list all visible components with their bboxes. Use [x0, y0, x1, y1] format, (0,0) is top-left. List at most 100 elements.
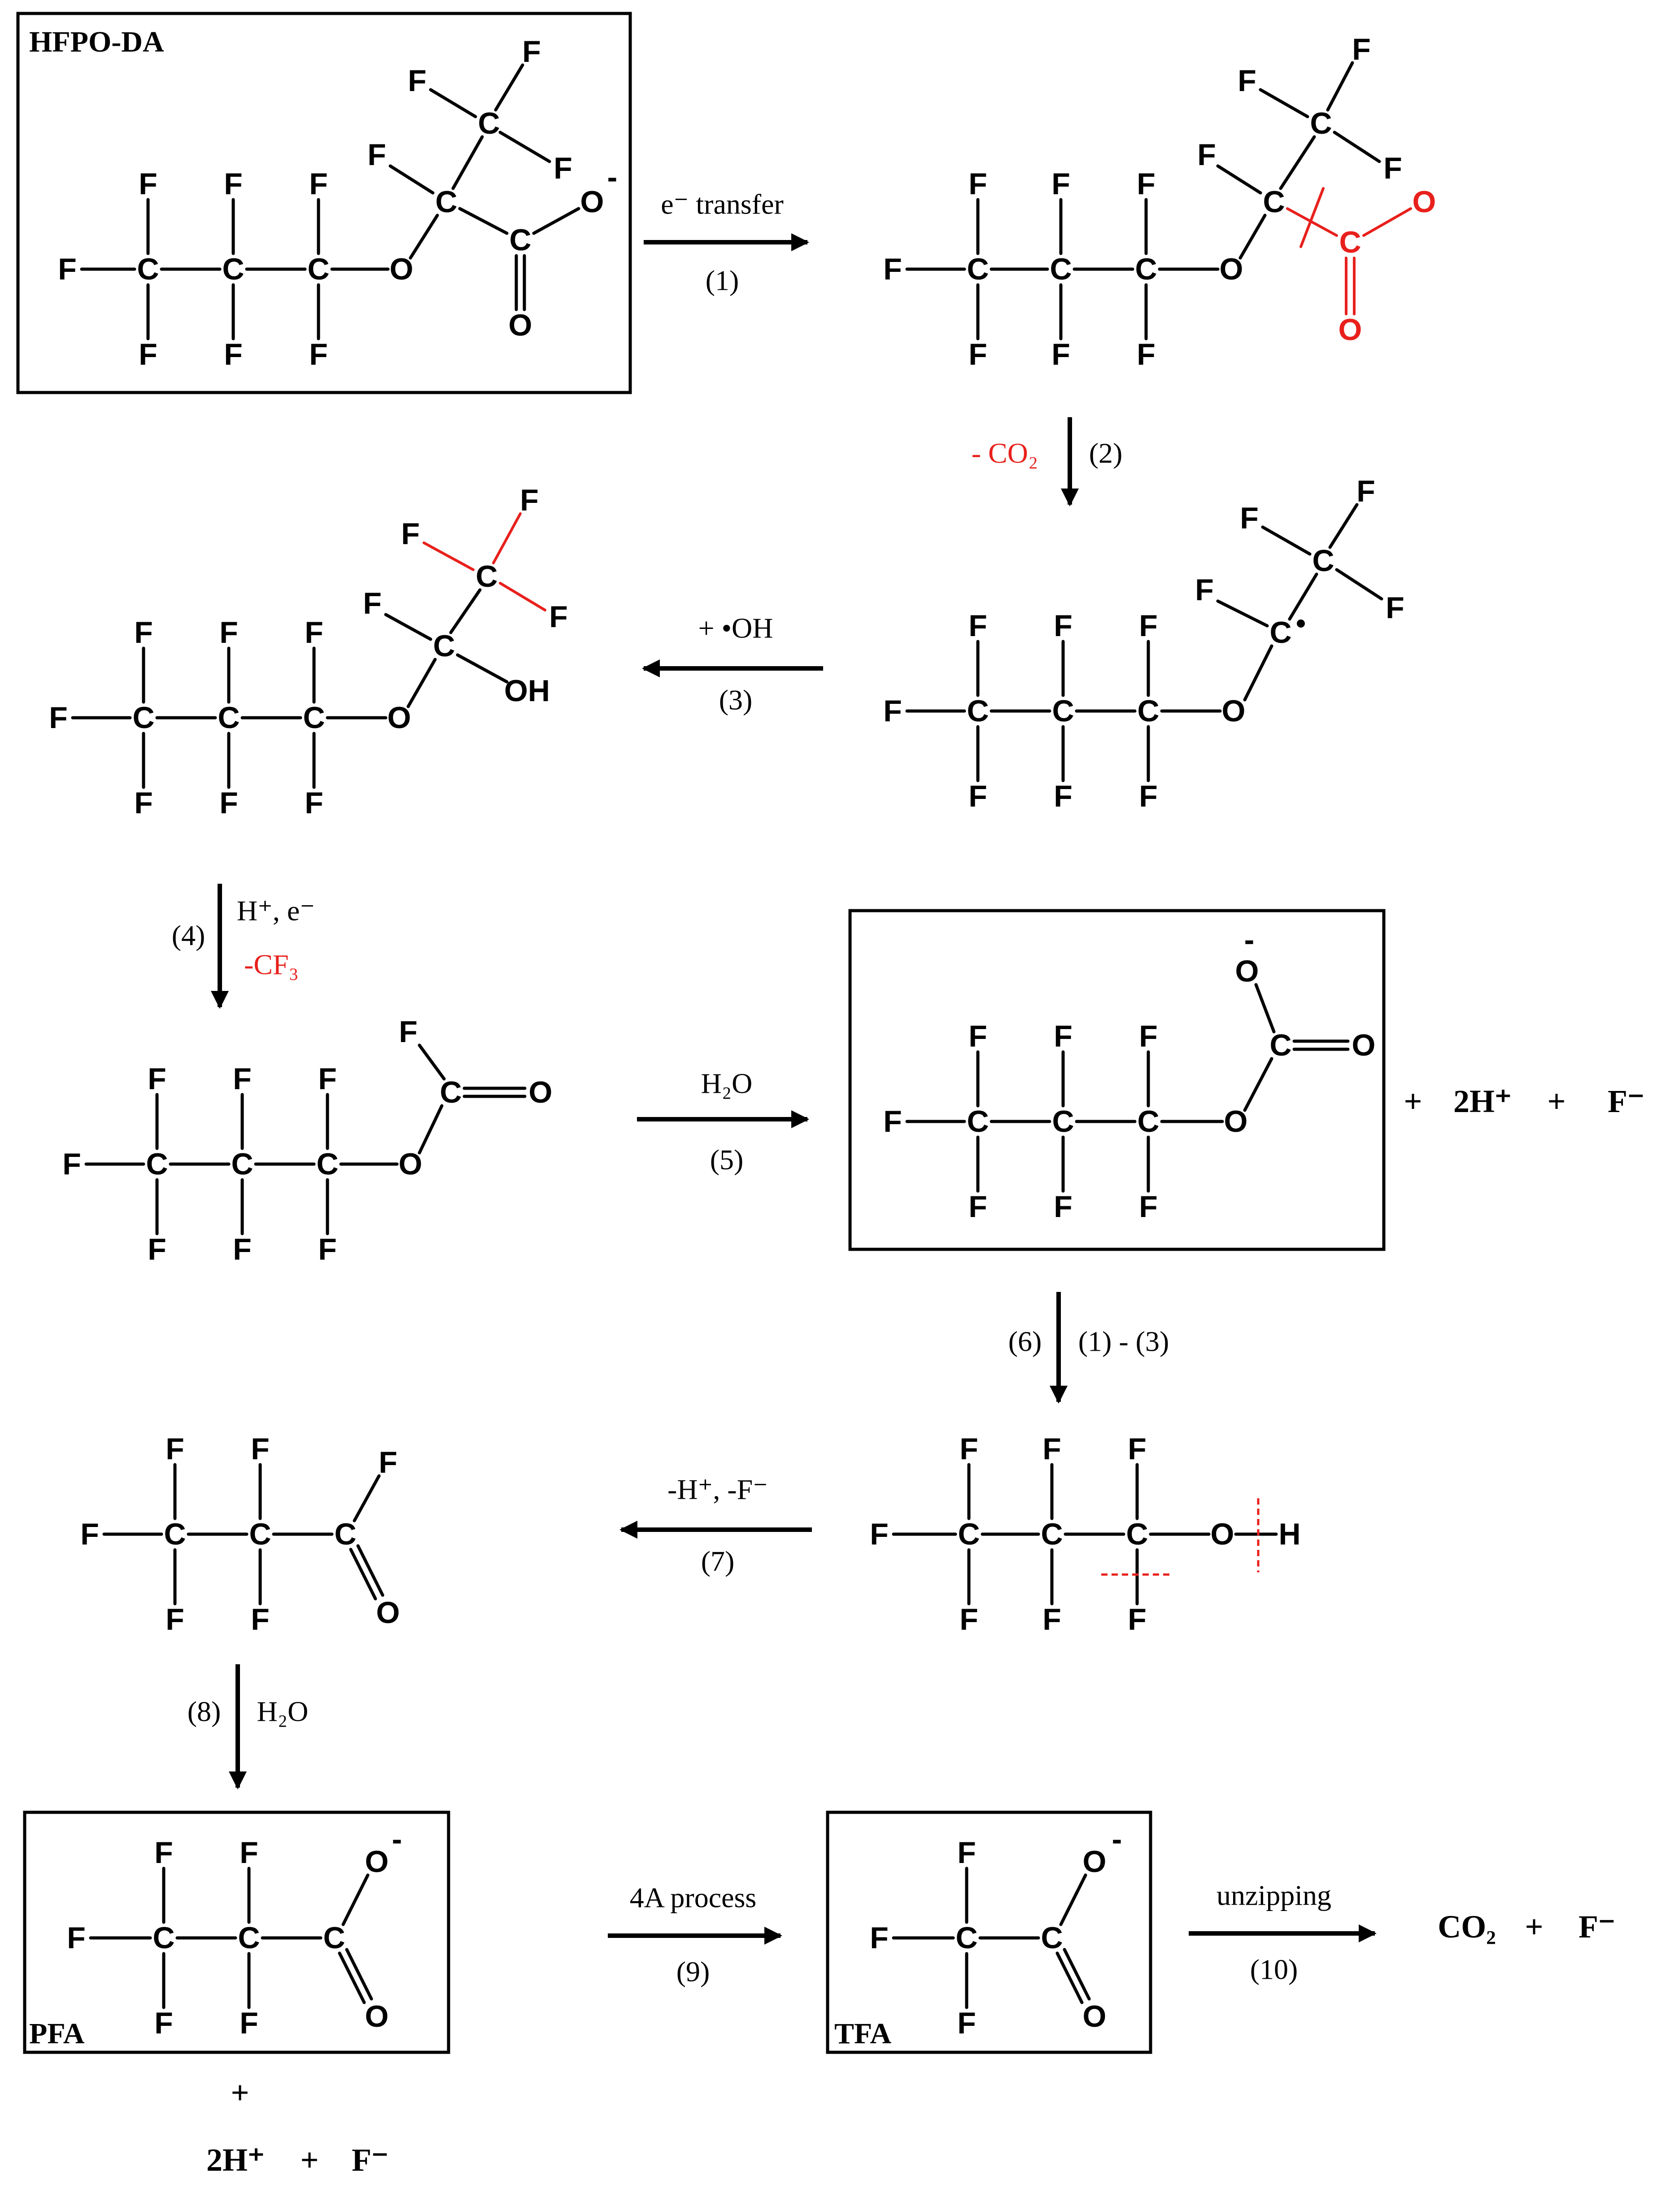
acyl-fluoride-fluorine: F — [166, 1432, 184, 1466]
step-3-label: + •OH — [698, 612, 773, 644]
alcohol-terminal-f: F — [49, 701, 68, 735]
alcohol-fluorine: F — [305, 786, 323, 820]
alkyl-radical-cf3-f: F — [1386, 591, 1404, 625]
bond — [456, 653, 509, 684]
radical-anion-fluorine: F — [968, 337, 987, 371]
acyl-fluoride-carbonyl-carbon: C — [334, 1517, 356, 1551]
alkyl-radical-cf3-carbon: C — [1312, 544, 1334, 578]
pfa-terminal-f: F — [67, 1921, 86, 1955]
tfa-oxide: O — [1083, 1845, 1107, 1879]
tfa-charge: - — [1112, 1822, 1122, 1856]
step-3-number: (3) — [719, 684, 753, 716]
hfpo-da-box — [16, 12, 632, 394]
bond — [1328, 503, 1359, 549]
alcohol-cf3-f: F — [520, 483, 539, 517]
step-10-label: unzipping — [1217, 1880, 1331, 1911]
perfluoropropanol-fluorine: F — [1128, 1432, 1147, 1466]
alkyl-radical-carbon: C — [1052, 694, 1074, 728]
bond — [499, 582, 546, 611]
pfa-oxide: O — [365, 1845, 389, 1879]
acyl-fluoride-f: F — [379, 1445, 397, 1479]
radical-anion-fluorine: F — [968, 167, 987, 201]
hfpo-da-oxide: O — [580, 185, 604, 219]
acyl-fluoride-ester-f: F — [399, 1015, 418, 1049]
step-6-number: (6) — [1008, 1326, 1042, 1357]
hfpo-da-fluorine: F — [224, 337, 243, 371]
hfpo-da-carbon: C — [137, 252, 159, 286]
bond — [409, 214, 439, 260]
bond — [1288, 572, 1318, 621]
step-7-label: -H⁺, -F⁻ — [667, 1474, 768, 1505]
alkyl-radical-cf3-f: F — [1240, 501, 1259, 535]
double-bond — [1063, 1948, 1091, 2001]
hfpo-da-alpha-f: F — [367, 138, 386, 172]
bond — [341, 1873, 370, 1926]
bond — [1261, 525, 1312, 556]
step-5-plus-1: + — [1404, 1083, 1422, 1119]
radical-anion-fluorine: F — [1137, 337, 1155, 371]
alkyl-radical-fluorine: F — [1139, 779, 1158, 813]
pfa-carbon: C — [238, 1921, 260, 1955]
hfpo-da-label: HFPO-DA — [29, 26, 164, 58]
bond — [532, 207, 580, 235]
bond — [1259, 88, 1309, 118]
tfa-fluorine: F — [957, 2006, 976, 2040]
acyl-fluoride-ester-carbon: C — [231, 1147, 253, 1181]
tfa-carbonyl-oxygen: O — [1083, 1999, 1107, 2033]
carbonate-fluorine: F — [1054, 1019, 1073, 1053]
hfpo-da-cf3-f: F — [408, 64, 427, 98]
alcohol-fluorine: F — [219, 786, 238, 820]
bond — [494, 63, 524, 112]
bond — [451, 135, 484, 190]
carbonate-fluorine: F — [1139, 1190, 1158, 1224]
bond — [1335, 568, 1383, 601]
step-2-label: - CO₂ — [972, 437, 1038, 469]
radical-dot — [1297, 620, 1305, 628]
bond — [1254, 983, 1276, 1034]
pfa-fluorine: F — [240, 2006, 258, 2040]
hfpo-da-fluorine: F — [309, 167, 328, 201]
bond — [1216, 164, 1262, 195]
bond — [384, 613, 432, 641]
tfa-terminal-f: F — [870, 1921, 889, 1955]
step-9-label: 4A process — [630, 1882, 757, 1914]
radical-anion-alpha-f: F — [1197, 138, 1216, 172]
carbonate-carbon: C — [967, 1104, 989, 1139]
tfa-box — [826, 1811, 1152, 2054]
step-2-number: (2) — [1089, 437, 1123, 469]
step-6-label: (1) - (3) — [1078, 1326, 1169, 1357]
hfpo-da-carbon: C — [307, 252, 329, 286]
carbonate-fluorine: F — [1054, 1190, 1073, 1224]
step-10-number: (10) — [1250, 1954, 1298, 1985]
pfa-carboxyl-carbon: C — [323, 1921, 345, 1955]
bond — [1243, 1057, 1273, 1112]
perfluoropropanol-fluorine: F — [959, 1602, 978, 1636]
alkyl-radical-carbon: C — [1269, 615, 1291, 650]
acyl-fluoride-fluorine: F — [251, 1432, 270, 1466]
acyl-fluoride-carbon: C — [249, 1517, 271, 1551]
perfluoropropanol-carbon: C — [958, 1517, 980, 1551]
bond — [1059, 1873, 1087, 1926]
pfa-fluorine: F — [154, 1836, 173, 1870]
perfluoropropanol-fluorine: F — [959, 1432, 978, 1466]
double-bond — [345, 1948, 373, 2001]
final-fluoride: F⁻ — [1578, 1909, 1615, 1945]
bond — [1279, 135, 1316, 190]
alkyl-radical-carbon: C — [967, 694, 989, 728]
acyl-fluoride-ester-carbon: C — [316, 1147, 338, 1181]
alcohol-fluorine: F — [219, 615, 238, 650]
hfpo-da-charge: - — [607, 160, 618, 194]
carbonate-terminal-f: F — [883, 1104, 902, 1139]
bond — [492, 512, 522, 564]
step-9-number: (9) — [676, 1956, 710, 1988]
acyl-fluoride-fluorine: F — [251, 1602, 270, 1636]
alcohol-f: F — [363, 586, 382, 620]
alcohol-carbon: C — [218, 701, 240, 735]
step-4-label-top: H⁺, e⁻ — [237, 895, 315, 927]
acyl-fluoride-ester-fluorine: F — [148, 1232, 166, 1266]
bond — [1362, 207, 1412, 237]
bond — [388, 164, 435, 195]
cleavage-mark — [1299, 187, 1325, 248]
